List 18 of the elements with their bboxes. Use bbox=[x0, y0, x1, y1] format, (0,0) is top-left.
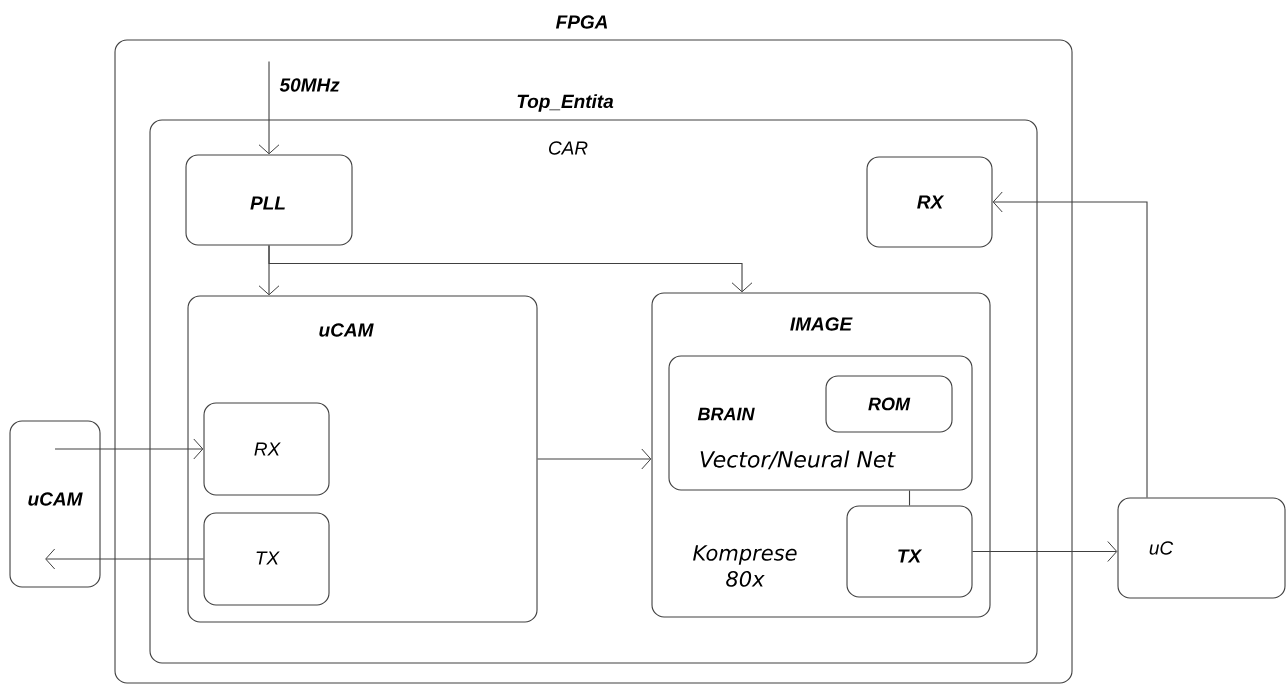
node-label: FPGA bbox=[555, 15, 608, 29]
arrow bbox=[258, 60, 280, 155]
arrow bbox=[992, 191, 1148, 498]
block-box: PLL bbox=[185, 154, 353, 246]
device-box: uCAM bbox=[9, 420, 101, 588]
edge-label: 50MHz bbox=[278, 77, 341, 93]
device-box: uC bbox=[1117, 497, 1286, 599]
arrow bbox=[54, 438, 204, 460]
block-box: TX bbox=[846, 505, 973, 598]
arrow bbox=[972, 541, 1118, 562]
arrow bbox=[45, 548, 204, 570]
block-box: RX bbox=[203, 402, 330, 496]
block-box: RX bbox=[866, 156, 993, 248]
block-box: ROM bbox=[825, 375, 953, 433]
block-box: TX bbox=[203, 512, 330, 606]
arrow bbox=[537, 448, 652, 470]
arrow bbox=[268, 245, 753, 293]
node-label: Top_Entita bbox=[517, 94, 614, 112]
